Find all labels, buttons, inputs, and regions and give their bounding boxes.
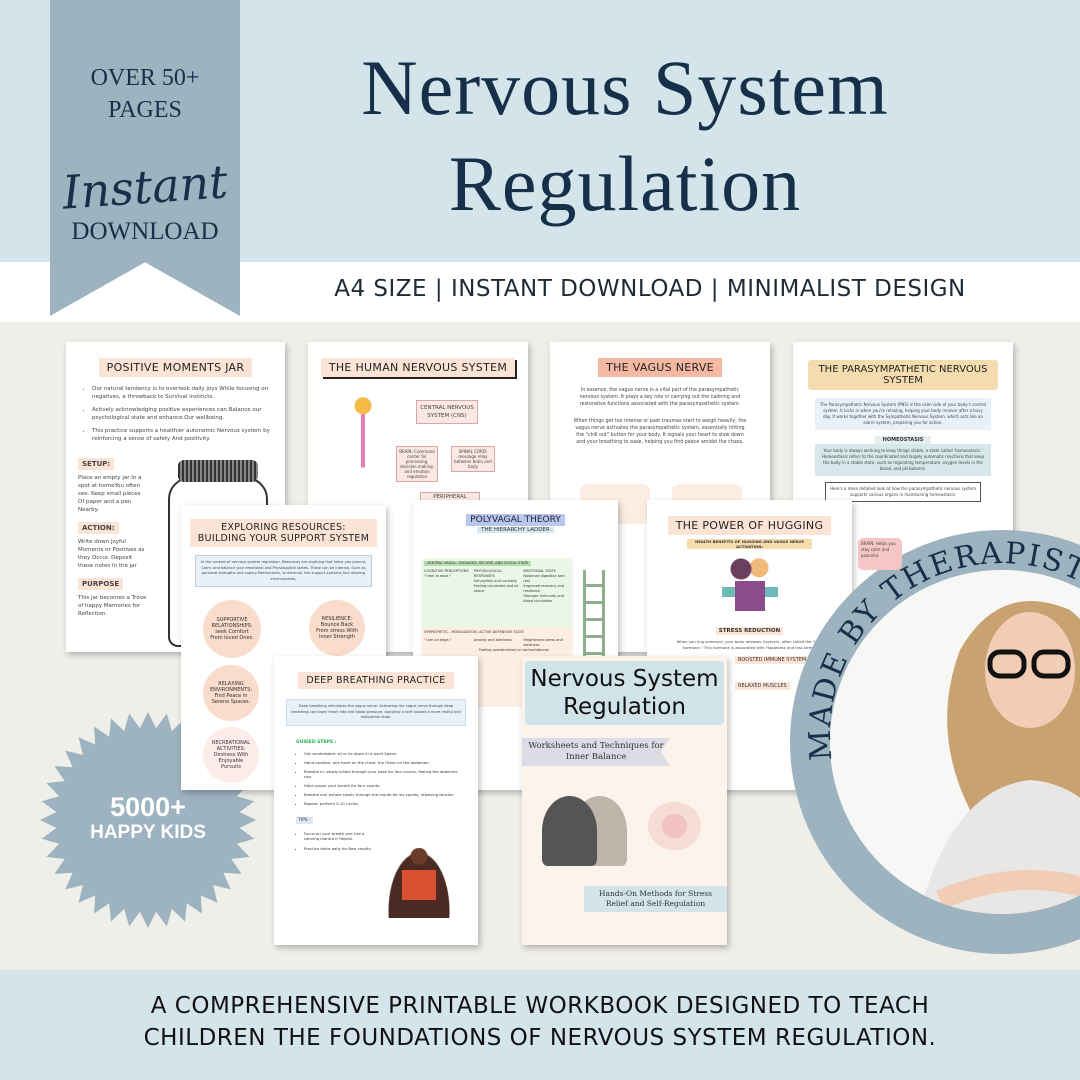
steps-label: GUIDED STEPS : [296,739,337,745]
sympathetic-label: SYMPATHETIC - MOBILIZATION, ACTIVE DEFEN… [424,630,524,634]
bullet: This practice supports a healthier auton… [92,427,271,443]
circle-ring [790,530,1080,954]
cover-subtitle: Worksheets and Techniques for Inner Bala… [522,738,670,766]
stress-reduction-label: STRESS REDUCTION [715,627,784,635]
organs-intro: Here's a more detailed look at how the p… [825,482,981,502]
hugging-illustration [719,557,780,617]
step: Breathe in: slowly inhale through your n… [304,769,458,779]
resilience: RESILIENCE: Bounce Back From stress With… [309,600,365,656]
page-heading: THE PARASYMPATHETIC NERVOUS SYSTEM [808,360,998,390]
stress-reduction-text: When you hug someone, your body releases… [676,639,823,650]
page-heading: THE POWER OF HUGGING [667,516,832,535]
jar-lid-icon [178,460,258,482]
tip: Focus on your breath and Use a calming m… [304,831,374,841]
page-deep-breathing: DEEP BREATHING PRACTICE Deep breathing s… [274,656,478,945]
page-heading: POLYVAGAL THEORY [466,514,565,526]
step: Get comfortable: sit or lie down in a qu… [304,751,458,756]
tip: Practice twice daily for Best results [304,846,374,851]
badge-text: 5000+ HAPPY KIDS [90,792,206,843]
ribbon-download: DOWNLOAD [71,218,219,245]
step: Repeat: perform 5-10 cycles. [304,801,458,806]
page-heading: THE HUMAN NERVOUS SYSTEM [320,358,516,377]
bullet: Actively acknowledging positive experien… [92,406,271,422]
relaxing-environments: RELAXING ENVIRONMENTS: Find Peace in Ser… [203,665,259,721]
therapist-circle: MADE BY THERAPISTS [790,530,1080,954]
immune-label: BOOSTED IMMUNE SYSTEM [735,656,810,664]
purpose-text: This jar becomes a Trove of happy Memori… [78,595,147,617]
brain-box: BRAIN: Command center for processing, de… [396,446,438,482]
neuron-icon [647,801,702,851]
step: Hold: pause your breath for four counts. [304,783,458,788]
bullet: Our natural tendency is to overlook dail… [92,385,271,401]
page-heading: THE VAGUS NERVE [598,358,722,377]
breathing-intro: Deep breathing stimulates the vagus nerv… [286,699,466,726]
cover-footer-text: Hands-On Methods for Stress Relief and S… [584,886,727,912]
vagus-paragraph: When things get too intense or past trau… [573,419,747,445]
tips-label: TIPS : [296,816,313,824]
brain-card: BRAIN: Helps you stay calm and peaceful. [858,538,902,570]
supportive-relationships: SUPPORTIVE RELATIONSHIPS: seek Comfort F… [203,600,261,658]
footer-band [0,970,1080,1080]
vagus-paragraph: In essence, the vagus nerve is a vital p… [579,388,741,407]
meditating-woman-illustration [386,848,452,918]
feature-subtitle: A4 SIZE | INSTANT DOWNLOAD | MINIMALIST … [334,276,966,302]
page-heading: DEEP BREATHING PRACTICE [298,672,454,689]
setup-label: SETUP: [78,458,115,470]
cns-box: CENTRAL NERVOUS SYSTEM (CNS) [416,400,478,424]
homeostasis-label: HOMEOSTASIS [874,436,932,444]
page-heading: EXPLORING RESOURCES:BUILDING YOUR SUPPOR… [189,519,378,547]
step: Breathe out: exhale slowly through the m… [304,792,458,797]
footer-description: A COMPREHENSIVE PRINTABLE WORKBOOK DESIG… [143,993,937,1051]
recreational-activities: RECREATIONAL ACTIVITIES: Destress With E… [203,727,259,783]
human-body-icon [333,397,393,507]
heads-silhouette-icon [542,796,632,866]
muscles-label: RELAXED MUSCLES [735,682,790,690]
page-subheading: THE HIERARCHY LADDER [477,527,554,533]
homeostasis-paragraph: Your body is always working to keep thin… [815,444,991,476]
action-text: Write down joyful Moments or Positives a… [78,539,145,569]
hug-subheading: HEALTH BENEFITS OF HUGGING AND VAGUS NER… [687,539,812,549]
spinal-box: SPINAL CORD: message relay between brain… [451,446,495,472]
purpose-label: PURPOSE [78,578,124,590]
ventral-section: VENTRAL VAGAL - ENGAGED, SECURE, AND SOC… [421,558,573,633]
page-exploring-resources: EXPLORING RESOURCES:BUILDING YOUR SUPPOR… [181,505,386,790]
action-label: ACTION: [78,522,119,534]
page-heading: POSITIVE MOMENTS JAR [98,358,253,377]
ventral-label: VENTRAL VAGAL - ENGAGED, SECURE, AND SOC… [424,561,532,566]
ribbon-pages-text: OVER 50+PAGES [90,65,200,123]
step: Hand position: one hand on the chest, th… [304,760,458,765]
setup-text: Place an empty jar In a spot at homeYou … [78,475,142,513]
resources-intro: In the context of nervous system regulat… [195,555,372,587]
pns-paragraph: The Parasympathetic Nervous System (PNS)… [815,398,991,430]
